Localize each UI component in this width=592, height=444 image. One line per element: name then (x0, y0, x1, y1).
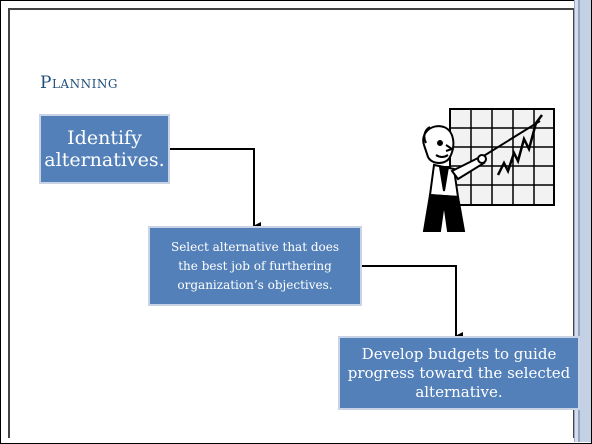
slide-title: Planning (40, 73, 118, 93)
chart-board (449, 108, 555, 206)
connector-2 (362, 265, 463, 340)
presenter-chart-clipart (422, 108, 555, 232)
step-identify-alternatives: Identify alternatives. (39, 114, 170, 184)
pointer-stick (481, 120, 541, 158)
presenter-figure (422, 125, 487, 232)
step-develop-budgets: Develop budgets to guide progress toward… (338, 336, 580, 410)
connector-1 (170, 148, 261, 230)
step-select-alternative: Select alternative that does the best jo… (148, 226, 362, 306)
slide-side-bar (574, 0, 591, 442)
